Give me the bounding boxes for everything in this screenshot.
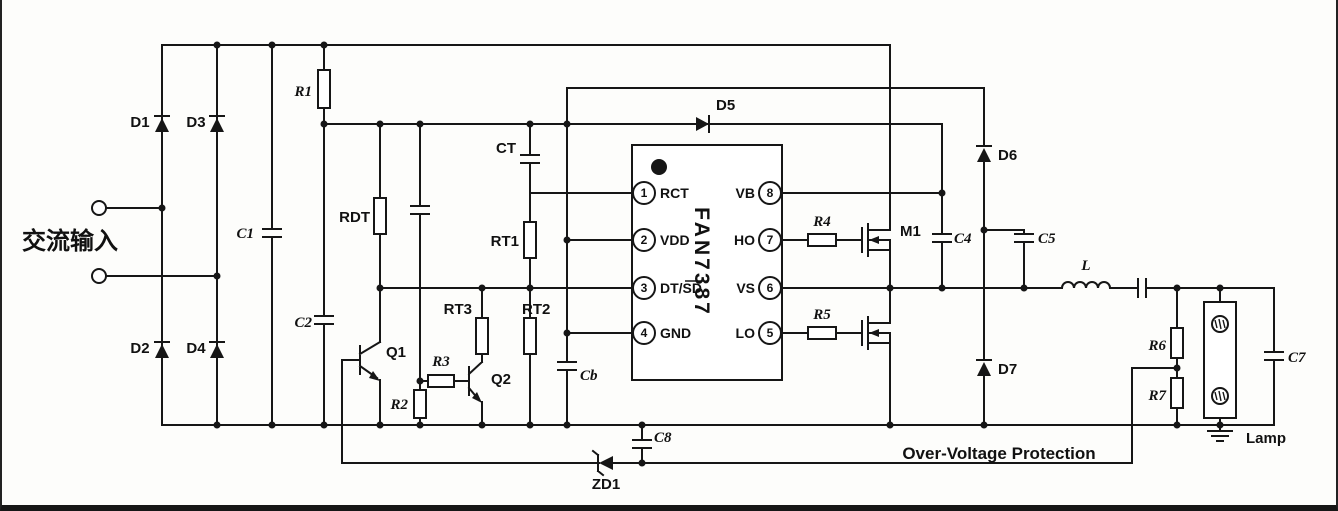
ic-fan7387: 1 2 3 4 8 7 6 5 RCT VDD DT/SD GND VB HO … xyxy=(631,144,783,381)
diode-d2-symbol xyxy=(155,344,169,358)
label-rt3: RT3 xyxy=(444,301,472,318)
junction-dots xyxy=(158,41,1224,467)
label-c2: C2 xyxy=(294,315,312,331)
resistor-rdt xyxy=(373,197,387,235)
label-rdt: RDT xyxy=(339,209,370,226)
label-d5: D5 xyxy=(716,97,735,114)
zener-zd1-symbol xyxy=(599,456,613,470)
label-q2: Q2 xyxy=(491,371,511,388)
label-c8: C8 xyxy=(654,430,672,446)
ic-body xyxy=(631,144,783,381)
label-l: L xyxy=(1080,258,1090,274)
ac-input-label: 交流输入 xyxy=(22,227,118,255)
ic-pin1-marker xyxy=(651,159,667,175)
label-m1: M1 xyxy=(900,223,921,240)
label-zd1: ZD1 xyxy=(592,476,620,493)
label-cb: Cb xyxy=(580,368,598,384)
label-d6: D6 xyxy=(998,147,1017,164)
diode-d6-symbol xyxy=(977,148,991,162)
label-c7: C7 xyxy=(1288,350,1306,366)
label-r3: R3 xyxy=(431,354,450,370)
pin-num-3: 3 xyxy=(641,281,648,295)
diode-d3-symbol xyxy=(210,118,224,132)
pin-label-vs: VS xyxy=(736,280,755,296)
label-r2: R2 xyxy=(389,397,408,413)
ic-pin-3 xyxy=(632,276,656,300)
label-c5: C5 xyxy=(1038,231,1056,247)
diode-d4-symbol xyxy=(210,344,224,358)
ic-pin-4 xyxy=(632,321,656,345)
ac-terminal-2 xyxy=(91,268,107,284)
ic-pin-7 xyxy=(758,228,782,252)
pin-num-5: 5 xyxy=(767,326,774,340)
m1-body-arrow xyxy=(869,236,879,244)
pin-label-dtsd: DT/SD xyxy=(660,280,702,296)
lamp-label: Lamp xyxy=(1246,430,1286,447)
pin-num-8: 8 xyxy=(767,186,774,200)
ic-part-number: FAN7387 xyxy=(690,207,713,317)
pin-num-4: 4 xyxy=(641,326,648,340)
label-r6: R6 xyxy=(1147,338,1166,354)
pin-num-1: 1 xyxy=(641,186,648,200)
label-ct: CT xyxy=(496,140,516,157)
resistor-r6 xyxy=(1170,327,1184,359)
diode-d7-symbol xyxy=(977,362,991,376)
pin-label-lo: LO xyxy=(736,325,756,341)
diode-d1-symbol xyxy=(155,118,169,132)
label-r7: R7 xyxy=(1147,388,1166,404)
pin-label-ho: HO xyxy=(734,232,755,248)
ic-pin-5 xyxy=(758,321,782,345)
resistor-rt3 xyxy=(475,317,489,355)
label-c1: C1 xyxy=(236,226,254,242)
pin-num-7: 7 xyxy=(767,233,774,247)
ac-input-terminals xyxy=(91,200,107,284)
pin-label-gnd: GND xyxy=(660,325,691,341)
ovp-annotation: Over-Voltage Protection xyxy=(902,444,1095,463)
lamp xyxy=(1203,301,1237,419)
q1-emitter-arrow xyxy=(369,371,380,381)
label-d3: D3 xyxy=(186,114,205,131)
q2-emitter-arrow xyxy=(472,392,482,403)
pin-label-vb: VB xyxy=(736,185,755,201)
resistor-r5 xyxy=(807,326,837,340)
pin-label-vdd: VDD xyxy=(660,232,690,248)
resistor-rt1 xyxy=(523,221,537,259)
resistor-r4 xyxy=(807,233,837,247)
label-d7: D7 xyxy=(998,361,1017,378)
label-d1: D1 xyxy=(130,114,149,131)
resistors xyxy=(317,69,1184,419)
ac-terminal-1 xyxy=(91,200,107,216)
filament-hatching xyxy=(1214,318,1226,402)
label-rt2: RT2 xyxy=(522,301,550,318)
diode-d5-symbol xyxy=(696,117,709,131)
m2-body-arrow xyxy=(869,329,879,337)
label-d2: D2 xyxy=(130,340,149,357)
labels: 交流输入 D1 D3 D2 D4 C1 R1 C2 RDT CT RT1 RT3… xyxy=(22,84,1306,493)
diode-arrows xyxy=(155,117,991,470)
resistor-r2 xyxy=(413,389,427,419)
label-r1: R1 xyxy=(293,84,312,100)
resistor-r3 xyxy=(427,374,455,388)
pin-num-2: 2 xyxy=(641,233,648,247)
ic-pin-1 xyxy=(632,181,656,205)
pin-label-rct: RCT xyxy=(660,185,689,201)
label-d4: D4 xyxy=(186,340,206,357)
pin-num-6: 6 xyxy=(767,281,774,295)
label-q1: Q1 xyxy=(386,344,406,361)
ic-pin-2 xyxy=(632,228,656,252)
label-c4: C4 xyxy=(954,231,972,247)
label-rt1: RT1 xyxy=(491,233,519,250)
label-r5: R5 xyxy=(812,307,831,323)
resistor-r1 xyxy=(317,69,331,109)
resistor-r7 xyxy=(1170,377,1184,409)
ic-pin-6 xyxy=(758,276,782,300)
resistor-rt2 xyxy=(523,317,537,355)
label-r4: R4 xyxy=(812,214,831,230)
ic-pin-8 xyxy=(758,181,782,205)
